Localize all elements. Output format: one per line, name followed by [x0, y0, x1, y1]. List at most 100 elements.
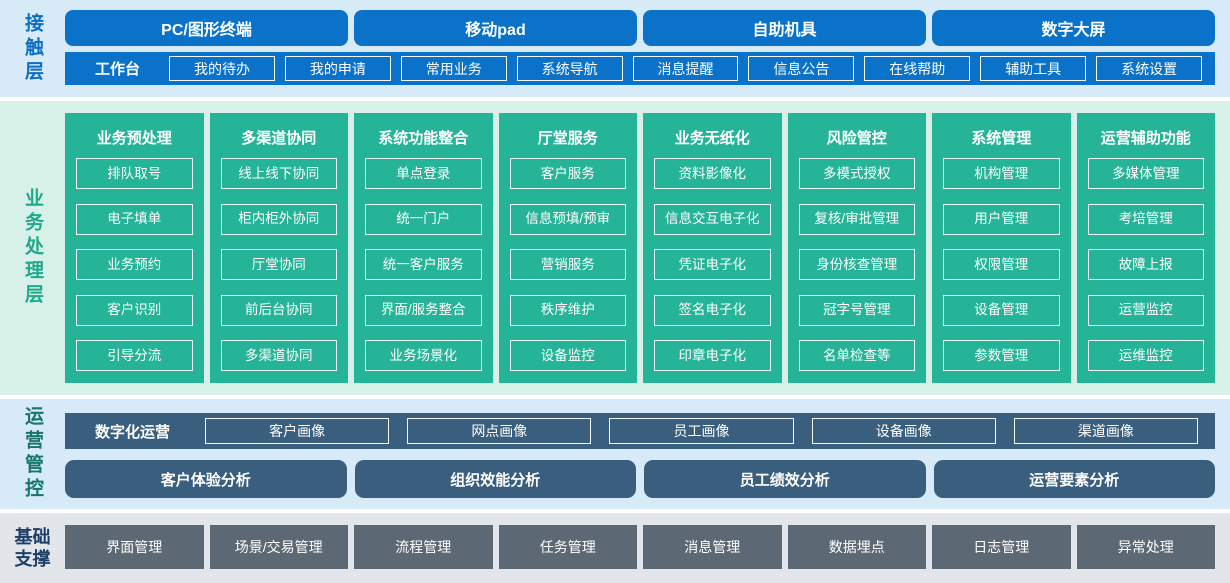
module-item[interactable]: 信息预填/预审 [509, 203, 626, 235]
module-item[interactable]: 设备管理 [943, 294, 1060, 326]
module-item[interactable]: 凭证电子化 [654, 249, 771, 280]
analysis-button-org-efficiency[interactable]: 组织效能分析 [354, 460, 636, 498]
workbench-item-online-help[interactable]: 在线帮助 [864, 56, 971, 81]
workbench-item-common-business[interactable]: 常用业务 [400, 56, 507, 81]
foundation-item-exception-handling[interactable]: 异常处理 [1076, 525, 1215, 569]
module-item[interactable]: 复核/审批管理 [798, 203, 915, 235]
module-title: 风险管控 [826, 130, 887, 147]
module-column-ops-auxiliary: 运营辅助功能 多媒体管理 考培管理 故障上报 运营监控 运维监控 [1076, 113, 1215, 383]
portrait-item-employee[interactable]: 员工画像 [609, 418, 794, 444]
foundation-item-process-mgmt[interactable]: 流程管理 [354, 525, 493, 569]
workbench-label: 工作台 [95, 61, 141, 78]
module-item[interactable]: 资料影像化 [654, 158, 771, 189]
module-title: 业务无纸化 [674, 130, 750, 147]
module-item[interactable]: 多渠道协同 [220, 340, 337, 371]
module-item[interactable]: 线上线下协同 [220, 158, 337, 189]
module-item[interactable]: 参数管理 [943, 340, 1060, 371]
module-item[interactable]: 统一门户 [365, 203, 482, 235]
analysis-button-customer-experience[interactable]: 客户体验分析 [65, 460, 347, 498]
module-item[interactable]: 冠字号管理 [798, 294, 915, 326]
portrait-item-customer[interactable]: 客户画像 [205, 418, 390, 444]
portrait-item-channel[interactable]: 渠道画像 [1013, 418, 1199, 444]
module-title: 业务预处理 [96, 130, 172, 147]
terminal-row: PC/图形终端 移动pad 自助机具 数字大屏 [65, 10, 1215, 46]
module-item[interactable]: 运维监控 [1087, 340, 1204, 371]
module-item[interactable]: 用户管理 [943, 203, 1060, 235]
module-item[interactable]: 前后台协同 [220, 294, 337, 326]
module-item[interactable]: 统一客户服务 [365, 249, 482, 280]
module-item[interactable]: 权限管理 [943, 249, 1060, 280]
analysis-button-employee-performance[interactable]: 员工绩效分析 [644, 460, 926, 498]
business-layer-band: 业务处理层 业务预处理 排队取号 电子填单 业务预约 客户识别 引导分流 多渠道… [0, 101, 1230, 395]
ops-layer-label: 运营管控 [22, 406, 43, 502]
ops-layer-label-wrap: 运营管控 [0, 399, 65, 509]
module-item[interactable]: 电子填单 [76, 203, 193, 235]
module-item[interactable]: 单点登录 [365, 158, 482, 189]
terminal-button-digital-screen[interactable]: 数字大屏 [932, 10, 1215, 46]
foundation-layer-label-wrap: 基础支撑 [0, 513, 65, 583]
workbench-item-system-navigation[interactable]: 系统导航 [516, 56, 623, 81]
module-item[interactable]: 界面/服务整合 [365, 294, 482, 326]
contact-layer-label-wrap: 接触层 [0, 0, 65, 97]
foundation-item-message-mgmt[interactable]: 消息管理 [643, 525, 782, 569]
module-item[interactable]: 柜内柜外协同 [220, 203, 337, 235]
module-columns: 业务预处理 排队取号 电子填单 业务预约 客户识别 引导分流 多渠道协同 线上线… [65, 113, 1215, 383]
module-item[interactable]: 业务预约 [76, 249, 193, 280]
analysis-row: 客户体验分析 组织效能分析 员工绩效分析 运营要素分析 [65, 460, 1215, 498]
module-title: 系统功能整合 [378, 130, 469, 147]
foundation-item-interface-mgmt[interactable]: 界面管理 [65, 525, 204, 569]
module-item[interactable]: 考培管理 [1087, 203, 1204, 235]
business-layer-label-wrap: 业务处理层 [0, 101, 65, 395]
workbench-item-my-todo[interactable]: 我的待办 [169, 56, 275, 81]
foundation-row: 界面管理 场景/交易管理 流程管理 任务管理 消息管理 数据埋点 日志管理 异常… [65, 525, 1215, 569]
module-item[interactable]: 多模式授权 [798, 158, 915, 189]
terminal-button-self-service[interactable]: 自助机具 [643, 10, 926, 46]
workbench-item-info-bulletin[interactable]: 信息公告 [748, 56, 855, 81]
foundation-item-log-mgmt[interactable]: 日志管理 [932, 525, 1071, 569]
workbench-bar: 工作台 我的待办 我的申请 常用业务 系统导航 消息提醒 信息公告 在线帮助 辅… [65, 52, 1215, 85]
module-item[interactable]: 设备监控 [509, 340, 626, 371]
workbench-item-system-settings[interactable]: 系统设置 [1096, 56, 1203, 81]
module-column-pre-processing: 业务预处理 排队取号 电子填单 业务预约 客户识别 引导分流 [65, 113, 204, 383]
module-title: 运营辅助功能 [1100, 130, 1191, 147]
module-item[interactable]: 客户服务 [509, 158, 626, 189]
foundation-layer-label: 基础支撑 [14, 526, 51, 570]
module-item[interactable]: 多媒体管理 [1087, 158, 1204, 189]
module-column-system-management: 系统管理 机构管理 用户管理 权限管理 设备管理 参数管理 [932, 113, 1071, 383]
module-item[interactable]: 身份核查管理 [798, 249, 915, 280]
business-layer-label: 业务处理层 [22, 188, 43, 308]
module-column-multi-channel: 多渠道协同 线上线下协同 柜内柜外协同 厅堂协同 前后台协同 多渠道协同 [209, 113, 348, 383]
module-item[interactable]: 签名电子化 [654, 294, 771, 326]
module-item[interactable]: 信息交互电子化 [654, 203, 771, 235]
module-item[interactable]: 业务场景化 [365, 340, 482, 371]
module-item[interactable]: 名单检查等 [798, 340, 915, 371]
module-item[interactable]: 印章电子化 [654, 340, 771, 371]
digital-ops-label: 数字化运营 [95, 423, 171, 441]
workbench-item-message-reminder[interactable]: 消息提醒 [632, 56, 739, 81]
digital-ops-bar: 数字化运营 客户画像 网点画像 员工画像 设备画像 渠道画像 [65, 413, 1215, 449]
ops-layer-band: 运营管控 数字化运营 客户画像 网点画像 员工画像 设备画像 渠道画像 客户体验… [0, 399, 1230, 509]
contact-layer-band: 接触层 PC/图形终端 移动pad 自助机具 数字大屏 工作台 我的待办 我的申… [0, 0, 1230, 97]
module-item[interactable]: 排队取号 [76, 158, 193, 189]
workbench-item-my-applications[interactable]: 我的申请 [284, 56, 391, 81]
module-item[interactable]: 客户识别 [76, 294, 193, 326]
foundation-item-task-mgmt[interactable]: 任务管理 [498, 525, 637, 569]
module-item[interactable]: 秩序维护 [509, 294, 626, 326]
module-item[interactable]: 厅堂协同 [220, 249, 337, 280]
workbench-item-auxiliary-tools[interactable]: 辅助工具 [980, 56, 1087, 81]
module-item[interactable]: 运营监控 [1087, 294, 1204, 326]
analysis-button-ops-elements[interactable]: 运营要素分析 [933, 460, 1215, 498]
module-column-lobby-service: 厅堂服务 客户服务 信息预填/预审 营销服务 秩序维护 设备监控 [498, 113, 637, 383]
portrait-item-device[interactable]: 设备画像 [811, 418, 996, 444]
module-item[interactable]: 故障上报 [1087, 249, 1204, 280]
module-title: 厅堂服务 [537, 130, 598, 147]
foundation-item-data-tracking[interactable]: 数据埋点 [787, 525, 926, 569]
module-item[interactable]: 机构管理 [943, 158, 1060, 189]
terminal-button-pc[interactable]: PC/图形终端 [65, 10, 348, 46]
portrait-item-branch[interactable]: 网点画像 [407, 418, 592, 444]
module-item[interactable]: 营销服务 [509, 249, 626, 280]
terminal-button-pad[interactable]: 移动pad [354, 10, 637, 46]
module-item[interactable]: 引导分流 [76, 340, 193, 371]
module-column-risk-control: 风险管控 多模式授权 复核/审批管理 身份核查管理 冠字号管理 名单检查等 [787, 113, 926, 383]
foundation-item-scene-transaction-mgmt[interactable]: 场景/交易管理 [209, 525, 348, 569]
